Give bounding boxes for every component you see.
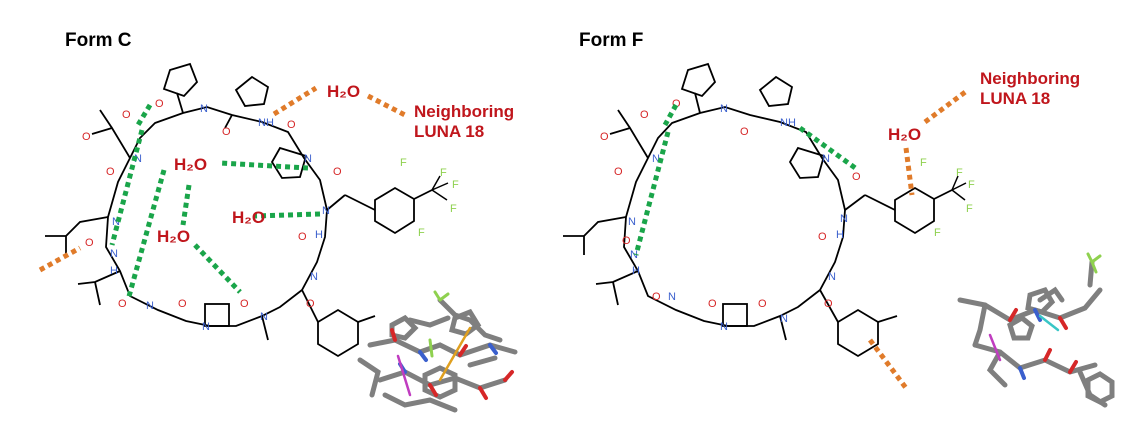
atom-nh: NH	[780, 117, 796, 129]
atom-o: O	[82, 131, 91, 143]
atom-h: H	[632, 265, 640, 277]
atom-n: N	[780, 313, 788, 325]
form-f-water-label: H₂O	[888, 125, 921, 144]
atom-f: F	[934, 227, 941, 239]
atom-o: O	[818, 231, 827, 243]
atom-o: O	[622, 235, 631, 247]
atom-n: N	[304, 153, 312, 165]
atom-o: O	[672, 98, 681, 110]
form-f-backbone	[623, 106, 846, 327]
atom-f: F	[440, 167, 447, 179]
form-c-water-label: H₂O	[327, 82, 360, 101]
atom-o: O	[824, 298, 833, 310]
atom-h: H	[110, 265, 118, 277]
atom-o: O	[708, 298, 717, 310]
panel-title-form-f: Form F	[579, 30, 644, 51]
atom-n: N	[146, 300, 154, 312]
atom-n: N	[260, 311, 268, 323]
atom-n: N	[110, 248, 118, 260]
form-c-water-label: H₂O	[157, 227, 190, 246]
atom-n: N	[720, 321, 728, 333]
atom-o: O	[852, 171, 861, 183]
form-c-water-label: H₂O	[174, 155, 207, 174]
form-c-water-contacts	[38, 85, 407, 273]
atom-f: F	[418, 227, 425, 239]
atom-o: O	[287, 119, 296, 131]
atom-n: N	[628, 216, 636, 228]
atom-n: N	[112, 216, 120, 228]
atom-o: O	[333, 166, 342, 178]
form-f-intra-hbonds	[633, 103, 860, 256]
atom-o: O	[122, 109, 131, 121]
atom-f: F	[968, 179, 975, 191]
atom-o: O	[118, 298, 127, 310]
atom-o: O	[758, 298, 767, 310]
atom-h: H	[836, 229, 844, 241]
atom-n: N	[822, 153, 830, 165]
atom-n: N	[630, 249, 638, 261]
atom-n: N	[202, 321, 210, 333]
atom-o: O	[85, 237, 94, 249]
form-f-3d-model	[957, 252, 1115, 408]
atom-f: F	[450, 203, 457, 215]
form-c-intra-hbonds	[109, 103, 321, 301]
form-c-structure: O O O O O O O O O O O O O N NH N N H N N…	[38, 62, 518, 413]
atom-f: F	[956, 167, 963, 179]
form-c-water-label: H₂O	[232, 208, 265, 227]
atom-o: O	[740, 126, 749, 138]
atom-o: O	[155, 98, 164, 110]
atom-n: N	[840, 213, 848, 225]
form-c-backbone	[105, 106, 328, 327]
atom-f: F	[452, 179, 459, 191]
form-c-neighbor-label-2: LUNA 18	[414, 122, 484, 141]
atom-o: O	[240, 298, 249, 310]
form-f-water-contacts	[868, 87, 970, 390]
atom-n: N	[652, 153, 660, 165]
atom-o: O	[640, 109, 649, 121]
form-c-neighbor-label-1: Neighboring	[414, 102, 514, 121]
atom-n: N	[200, 103, 208, 115]
atom-f: F	[920, 157, 927, 169]
form-c-3d-model	[357, 290, 518, 413]
atom-o: O	[222, 126, 231, 138]
form-f-neighbor-label-2: LUNA 18	[980, 89, 1050, 108]
atom-h: H	[315, 229, 323, 241]
atom-n: N	[720, 103, 728, 115]
atom-o: O	[652, 291, 661, 303]
atom-n: N	[310, 271, 318, 283]
atom-n: N	[322, 205, 330, 217]
atom-n: N	[134, 153, 142, 165]
atom-f: F	[966, 203, 973, 215]
atom-n: N	[668, 291, 676, 303]
atom-n: N	[828, 271, 836, 283]
atom-o: O	[298, 231, 307, 243]
atom-o: O	[306, 298, 315, 310]
atom-o: O	[614, 166, 623, 178]
atom-f: F	[400, 157, 407, 169]
atom-nh: NH	[258, 117, 274, 129]
panel-title-form-c: Form C	[65, 30, 132, 51]
form-f-structure: O O O O O O O O O O O O N NH N N H N N N…	[563, 62, 1115, 408]
atom-o: O	[178, 298, 187, 310]
form-f-neighbor-label-1: Neighboring	[980, 69, 1080, 88]
atom-o: O	[106, 166, 115, 178]
atom-o: O	[600, 131, 609, 143]
